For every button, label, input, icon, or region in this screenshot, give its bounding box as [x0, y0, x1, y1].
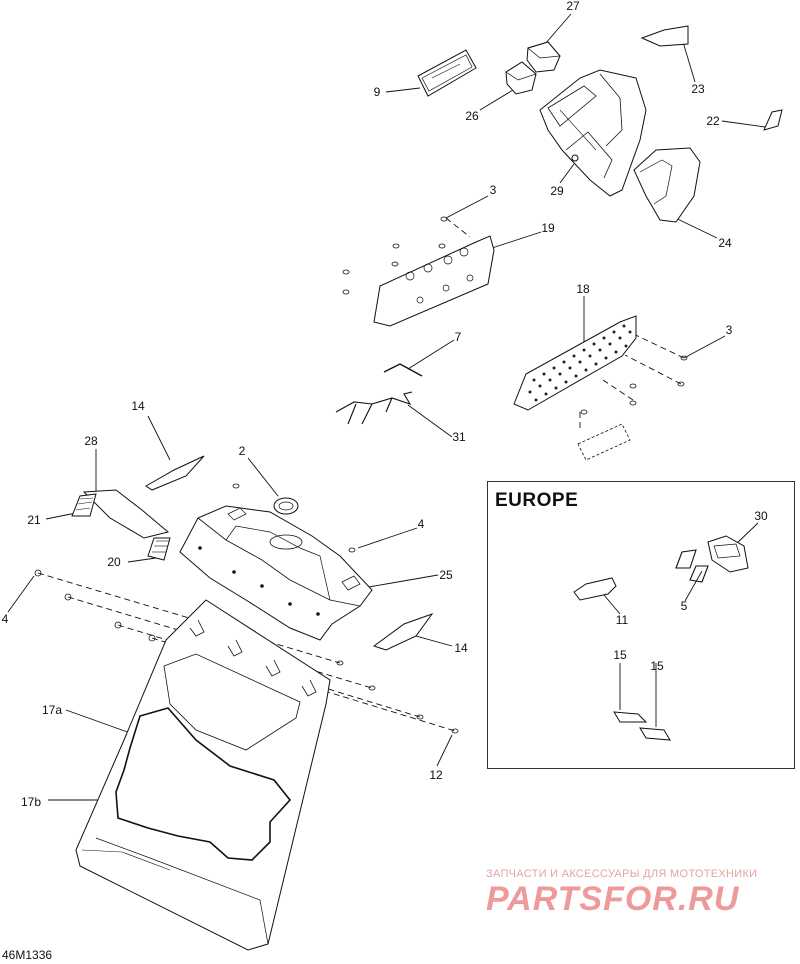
part-20	[147, 537, 171, 561]
europe-inset-frame	[487, 481, 795, 769]
callout-19: 19	[541, 221, 555, 235]
callout-24: 24	[718, 236, 732, 250]
callout-17a: 17a	[41, 703, 63, 717]
part-22	[763, 109, 783, 131]
callout-30: 30	[754, 509, 768, 523]
callout-3-right: 3	[725, 323, 733, 337]
callout-21: 21	[27, 513, 41, 527]
part-14-top	[145, 455, 205, 491]
callout-15-b: 15	[650, 659, 664, 673]
callout-11: 11	[615, 613, 629, 627]
part-15-a	[613, 711, 648, 723]
part-28	[82, 489, 170, 539]
europe-inset-title: EUROPE	[495, 490, 579, 511]
callout-29: 29	[550, 184, 564, 198]
callout-4-left: 4	[1, 612, 9, 626]
callout-15-a: 15	[613, 648, 627, 662]
part-30	[707, 535, 749, 573]
bolts-left	[34, 569, 459, 734]
part-31	[335, 391, 413, 425]
part-23	[640, 25, 689, 47]
part-21	[71, 493, 97, 517]
screws-top	[342, 216, 688, 415]
drawing-id: 46M1336	[2, 948, 53, 962]
part-17a	[75, 599, 331, 951]
watermark-subtitle: ЗАПЧАСТИ И АКСЕССУАРЫ ДЛЯ МОТОТЕХНИКИ	[486, 868, 758, 880]
part-15-b	[639, 727, 671, 741]
part-18	[513, 315, 637, 411]
callout-14-top: 14	[131, 399, 145, 413]
callout-3-top: 3	[489, 183, 497, 197]
callout-7: 7	[454, 330, 462, 344]
part-7	[383, 363, 423, 377]
part-19	[373, 235, 495, 327]
callout-18: 18	[576, 282, 590, 296]
part-11	[573, 577, 617, 601]
callout-25: 25	[439, 568, 453, 582]
callout-12: 12	[429, 768, 443, 782]
callout-27: 27	[566, 0, 580, 13]
callout-31: 31	[452, 430, 466, 444]
callout-4-right: 4	[417, 517, 425, 531]
part-5-clip	[675, 549, 709, 583]
callout-9: 9	[373, 85, 381, 99]
part-29	[539, 69, 647, 197]
part-9	[417, 49, 477, 97]
part-18-holes	[528, 324, 632, 402]
callout-28: 28	[84, 434, 98, 448]
callout-17b: 17b	[20, 795, 42, 809]
callout-22: 22	[706, 114, 720, 128]
leader-lines	[7, 13, 766, 801]
callout-2: 2	[238, 444, 246, 458]
watermark-logo: PARTSFOR.RU	[486, 880, 740, 918]
callout-23: 23	[691, 82, 705, 96]
grille-gasket	[577, 423, 631, 461]
callout-14-mid: 14	[454, 641, 468, 655]
callout-5: 5	[680, 599, 688, 613]
part-2	[273, 497, 299, 515]
callout-26: 26	[465, 109, 479, 123]
part-25	[179, 505, 373, 641]
part-24	[633, 147, 701, 223]
callout-20: 20	[107, 555, 121, 569]
part-14-mid	[372, 612, 434, 651]
part-17b	[115, 707, 292, 861]
screws-tank	[232, 483, 356, 553]
